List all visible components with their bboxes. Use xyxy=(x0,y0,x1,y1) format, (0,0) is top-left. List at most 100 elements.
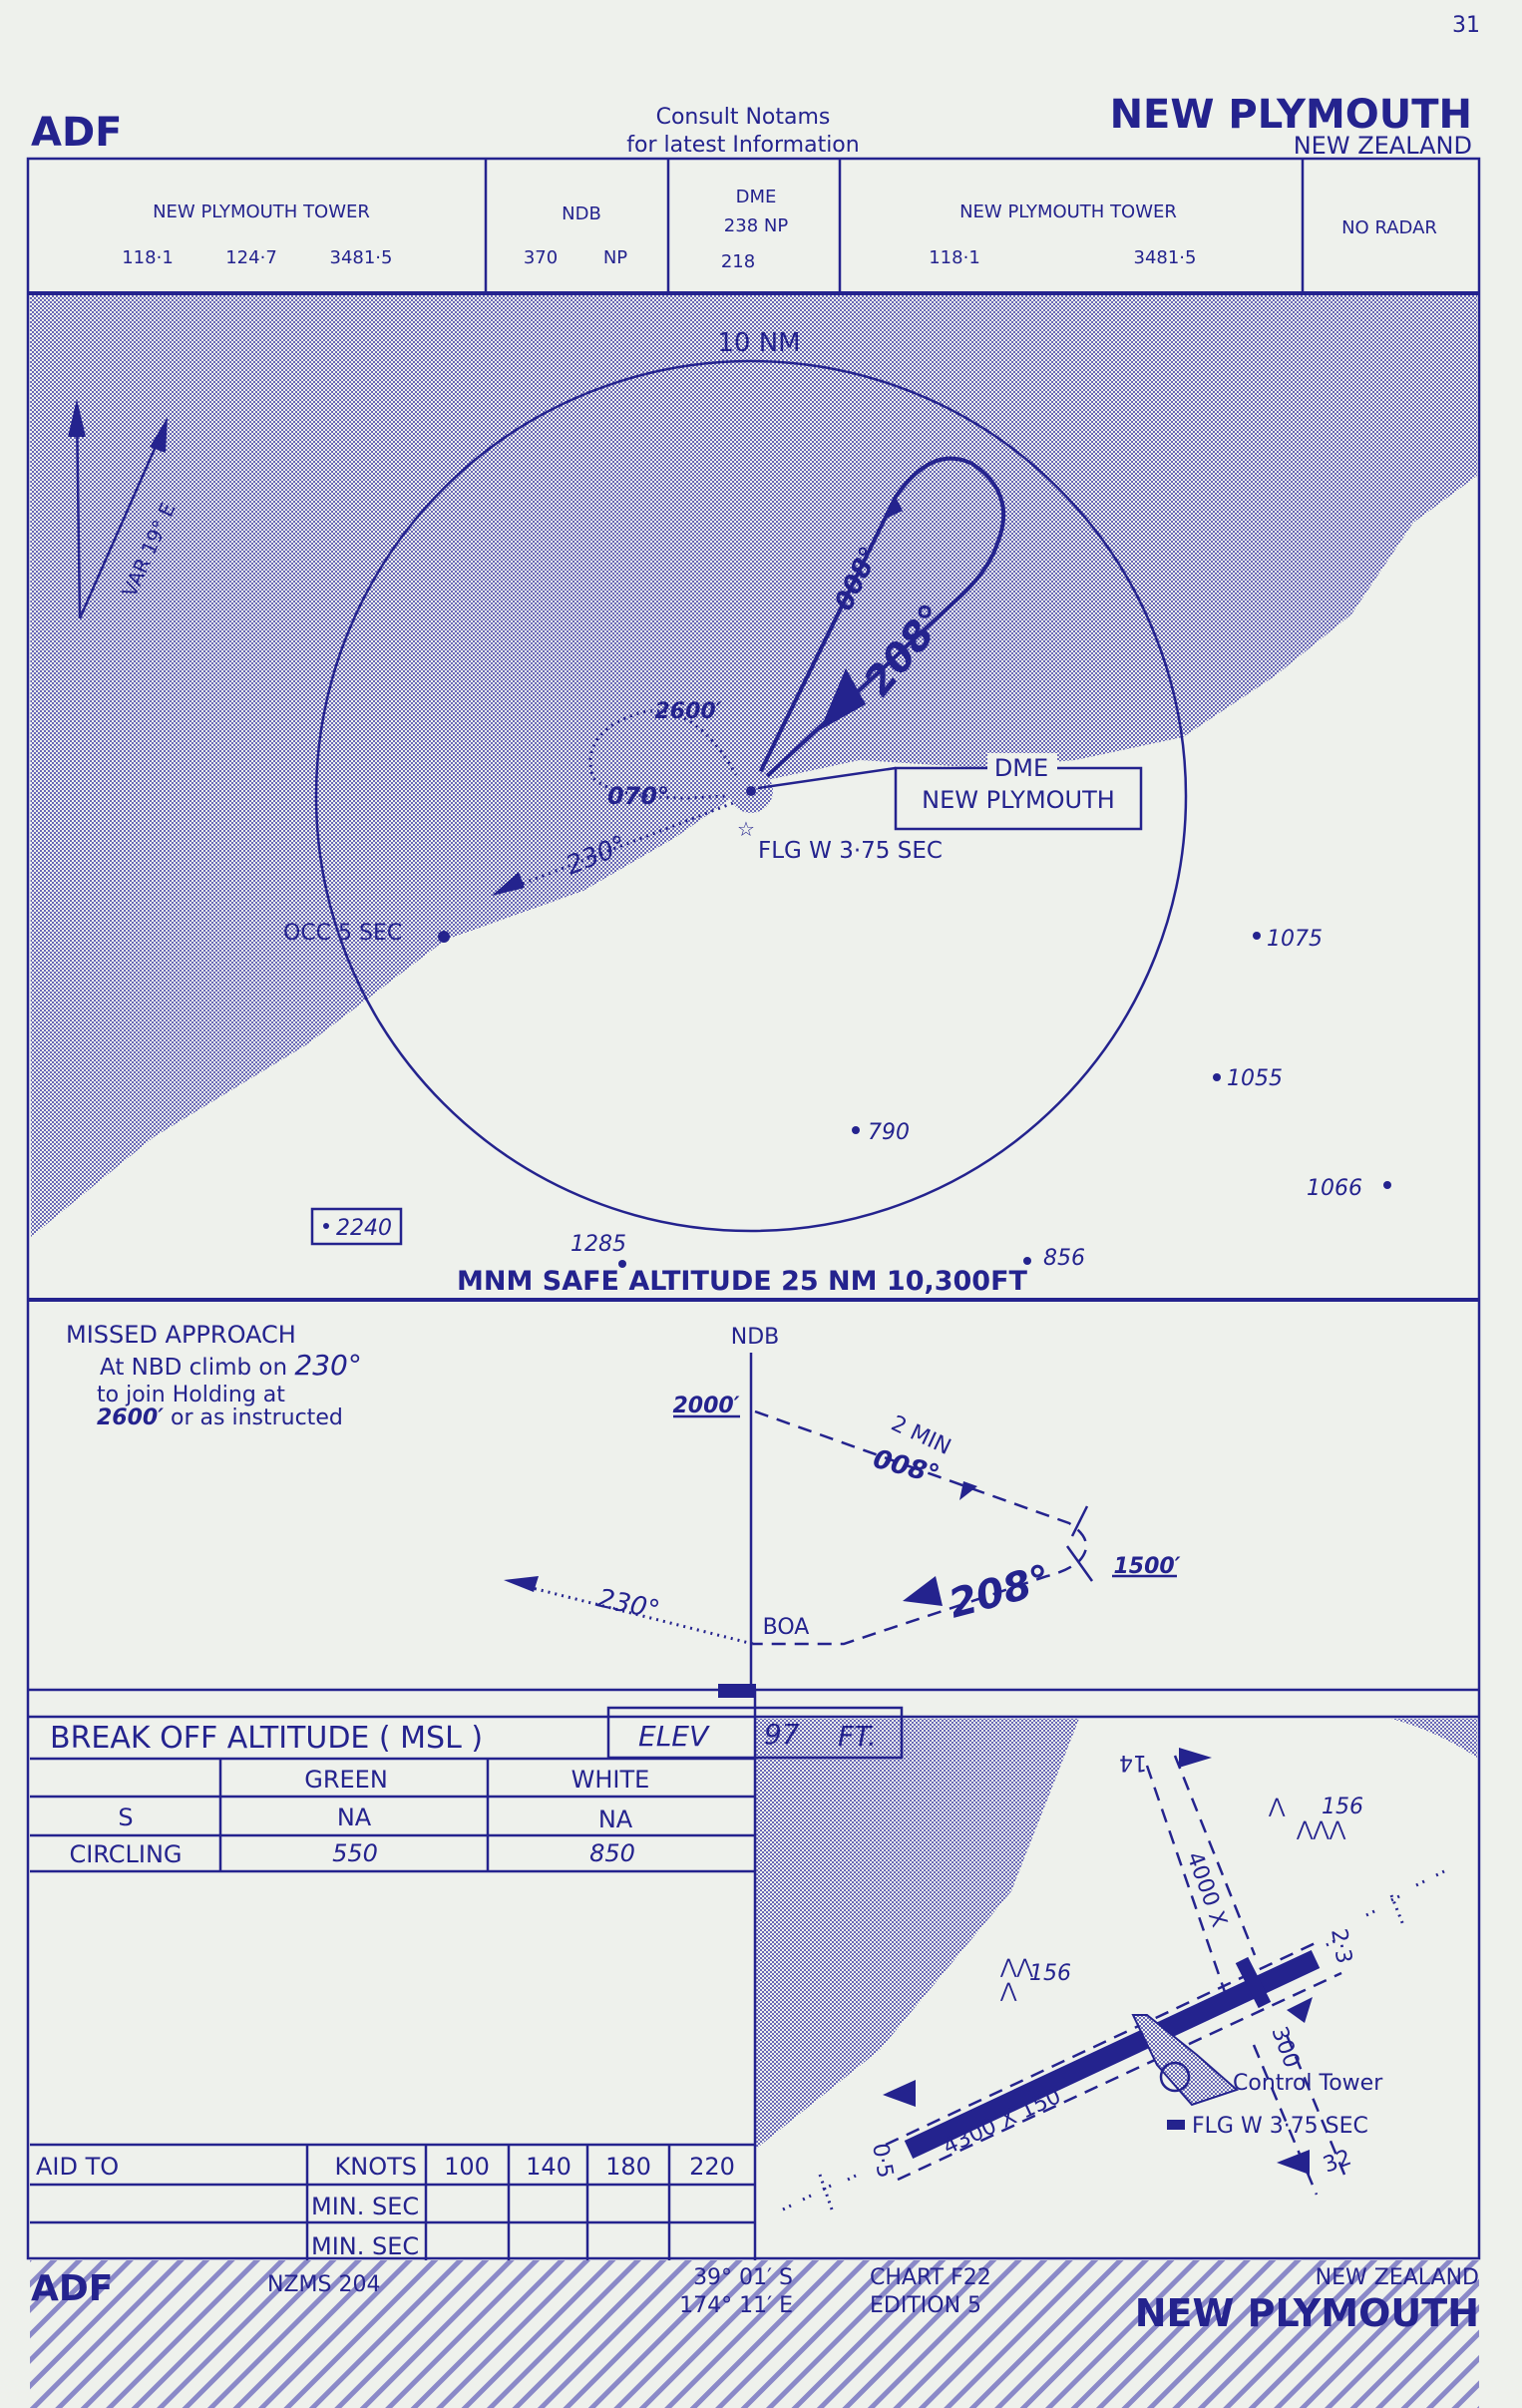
ndb-ident: NP xyxy=(603,247,627,268)
footer-map-ref: NZMS 204 xyxy=(267,2272,380,2297)
column-green: GREEN xyxy=(304,1766,388,1794)
missed-arrow-icon xyxy=(492,872,525,896)
elevation-value: 97 xyxy=(764,1718,800,1751)
profile-path xyxy=(504,1409,1094,1646)
aerodrome-land xyxy=(1391,1719,1477,1758)
threshold-arrow-icon xyxy=(1277,2150,1310,2175)
spot-height: 1075 xyxy=(1267,927,1323,952)
runway-32: 32 xyxy=(1321,2146,1355,2179)
papi-icon xyxy=(1287,1997,1313,2023)
spot-height: 856 xyxy=(1043,1246,1085,1271)
minima-value: 550 xyxy=(332,1839,378,1867)
light-icon xyxy=(438,931,450,943)
minima-title: BREAK OFF ALTITUDE ( MSL ) xyxy=(50,1721,483,1756)
apron xyxy=(1131,2014,1239,2107)
ndb-label: NDB xyxy=(562,203,601,224)
aerodrome-land xyxy=(755,1719,1079,2150)
footer-airport: NEW PLYMOUTH xyxy=(1135,2291,1479,2335)
tower1-freq2: 124·7 xyxy=(225,247,277,268)
holding-altitude: 2600′ xyxy=(654,699,721,724)
notice-line2: for latest Information xyxy=(626,133,859,158)
profile-missed: 230° xyxy=(595,1584,663,1626)
min-sec-label: MIN. SEC xyxy=(311,2232,419,2260)
missed-approach-text: MISSED APPROACH At NBD climb on 230° to … xyxy=(66,1321,362,1430)
tower1-label: NEW PLYMOUTH TOWER xyxy=(153,201,370,222)
obstacle-icon: ⋀ xyxy=(999,1978,1017,2002)
profile-alt-start: 2000′ xyxy=(672,1394,739,1418)
spot-height: 1055 xyxy=(1227,1066,1283,1091)
msa-label: MNM SAFE ALTITUDE 25 NM 10,300FT xyxy=(457,1266,1028,1297)
control-tower-label: Control Tower xyxy=(1233,2071,1383,2096)
obstacle-icon: ⋀ xyxy=(1268,1794,1286,1817)
aerodrome-star-icon: ☆ xyxy=(737,817,755,841)
spot-heights: 1075 1055 790 1066 2240 1285 856 xyxy=(310,927,1391,1271)
obstacle-height: 156 xyxy=(1322,1795,1363,1819)
min-sec-label: MIN. SEC xyxy=(311,2193,419,2220)
footer-latitude: 39° 01′ S xyxy=(693,2265,793,2290)
procedure-turn-course: 070° xyxy=(607,782,669,810)
spot-height: 1285 xyxy=(571,1232,626,1257)
knots-label: KNOTS xyxy=(335,2153,417,2181)
speed: 220 xyxy=(689,2153,735,2181)
footer-country: NEW ZEALAND xyxy=(1316,2265,1479,2290)
missed-line2: to join Holding at xyxy=(97,1383,285,1407)
comms-dividers xyxy=(484,159,1305,293)
range-ring xyxy=(314,359,1188,1233)
threshold-arrow-icon xyxy=(1179,1748,1212,1768)
windsock-icon xyxy=(1159,2061,1191,2093)
papi-icon xyxy=(883,2080,916,2107)
spot-height: 790 xyxy=(868,1120,910,1145)
range-ring-label: 10 NM xyxy=(717,328,800,358)
profile-ndb-label: NDB xyxy=(731,1325,780,1350)
missed-alt: 2600′ xyxy=(97,1405,164,1430)
dme-leader xyxy=(757,766,897,790)
strip-300: 300 xyxy=(1266,2024,1304,2072)
footer-edition: EDITION 5 xyxy=(870,2293,981,2318)
land-area xyxy=(30,295,1477,1237)
dme-label-bg xyxy=(987,753,1057,779)
footer-chart: CHART F22 xyxy=(870,2265,991,2290)
svg-text:At NBD climb on 230°: At NBD climb on 230° xyxy=(100,1349,362,1382)
profile-alt-turn: 1500′ xyxy=(1113,1554,1180,1579)
missed-title: MISSED APPROACH xyxy=(66,1321,296,1349)
minima-table: BREAK OFF ALTITUDE ( MSL ) ELEV 97 FT. G… xyxy=(30,1690,904,2260)
minima-value: 850 xyxy=(589,1839,635,1867)
missed-line1: At NBD climb on xyxy=(100,1355,294,1381)
footer-longitude: 174° 11′ E xyxy=(679,2293,793,2318)
obstacle-icon: ⋀⋀ xyxy=(999,1954,1033,1978)
missed-course: 230° xyxy=(294,1349,361,1382)
dme-name: NEW PLYMOUTH xyxy=(922,786,1115,814)
runway-23: 2·3 xyxy=(1326,1927,1356,1966)
tower2-freq2: 3481·5 xyxy=(1134,247,1197,268)
inbound-arrow-icon xyxy=(820,668,866,730)
outbound-arrow-icon xyxy=(886,497,903,519)
beacon-icon xyxy=(1167,2120,1185,2130)
strip-dimensions: 4000 X xyxy=(1181,1849,1231,1931)
aid-to-label: AID TO xyxy=(36,2153,119,2181)
notice-line1: Consult Notams xyxy=(656,105,831,130)
tower2-label: NEW PLYMOUTH TOWER xyxy=(959,201,1177,222)
speed: 180 xyxy=(605,2153,651,2181)
obstacle-icon: ⋀⋀⋀ xyxy=(1296,1816,1346,1840)
page-number: 31 xyxy=(1452,13,1480,38)
minima-value: NA xyxy=(337,1804,372,1831)
tower1-freq1: 118·1 xyxy=(122,247,174,268)
radar-status: NO RADAR xyxy=(1341,217,1437,238)
speed: 140 xyxy=(526,2153,571,2181)
speed: 100 xyxy=(444,2153,490,2181)
row-label: S xyxy=(118,1804,133,1831)
obstacle-height: 156 xyxy=(1029,1961,1071,1986)
airport-title: NEW PLYMOUTH xyxy=(1110,92,1472,138)
light-label: OCC 5 SEC xyxy=(283,921,402,946)
footer-hatch xyxy=(30,2260,1479,2408)
aerodrome-beacon-label: FLG W 3·75 SEC xyxy=(1192,2114,1368,2139)
dme-label: DME xyxy=(736,187,777,207)
beacon-label: FLG W 3·75 SEC xyxy=(758,838,943,864)
chart-frame xyxy=(26,157,1481,2260)
row-label: CIRCLING xyxy=(69,1840,182,1868)
aerodrome-labels: 4300 X 150 14 32 4000 X 300 0·5 2·3 156 … xyxy=(867,1750,1383,2181)
runway-05: 0·5 xyxy=(867,2142,898,2181)
dme-channel: 238 NP xyxy=(724,215,789,236)
comms-box: NEW PLYMOUTH TOWER 118·1 124·7 3481·5 ND… xyxy=(122,187,1437,272)
runway-14: 14 xyxy=(1119,1750,1147,1775)
